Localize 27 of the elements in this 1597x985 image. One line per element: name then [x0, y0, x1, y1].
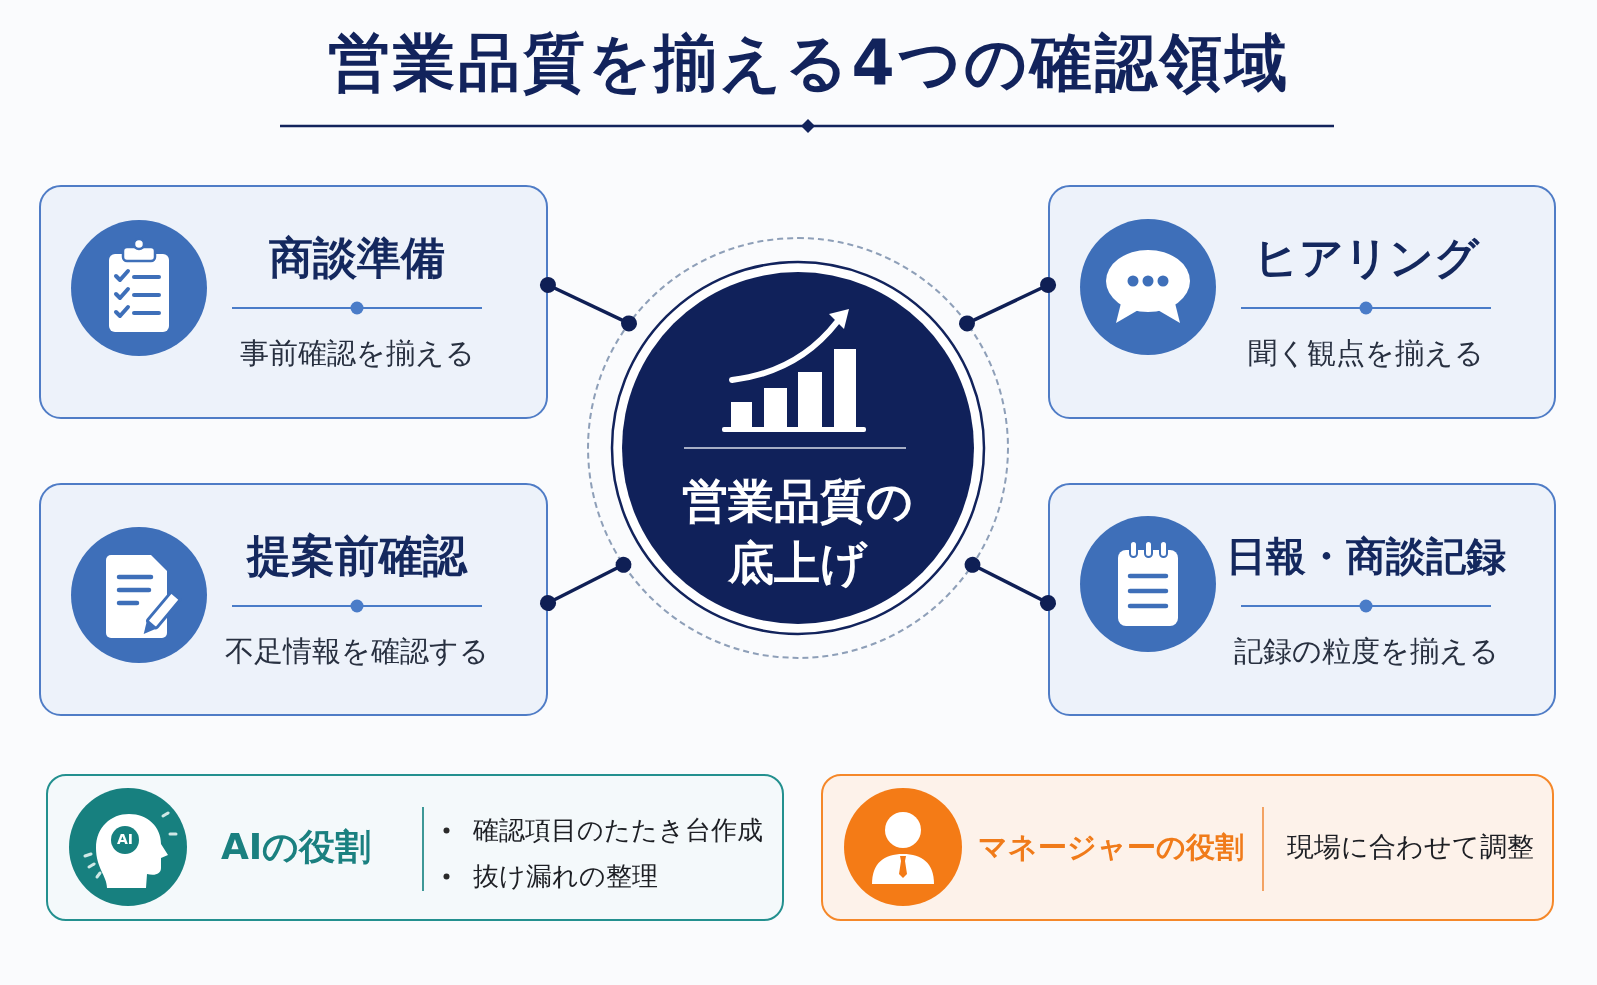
card-subtitle: 記録の粒度を揃える [1233, 633, 1499, 670]
card-heading: 日報・商談記録 [1226, 532, 1506, 581]
hub-text: 営業品質の底上げ [681, 473, 914, 592]
topic-card [39, 185, 548, 419]
connector [540, 277, 637, 332]
topic-card [1048, 185, 1556, 419]
icon-label: AI [117, 830, 133, 849]
role-text: 確認項目のたたき台作成 [473, 814, 763, 847]
role-heading: マネージャーの役割 [978, 829, 1244, 866]
title: 営業品質を揃える4つの確認領域 [328, 26, 1290, 100]
hub-circle [587, 237, 1009, 659]
connector [959, 277, 1056, 332]
topic-card [1048, 483, 1556, 716]
topic-card [39, 483, 548, 716]
role-text: 抜け漏れの整理 [473, 860, 658, 893]
role-card [821, 774, 1554, 921]
card-heading: 商談準備 [269, 231, 445, 285]
connector [540, 556, 632, 611]
connector [964, 556, 1056, 611]
card-heading: ヒアリング [1253, 231, 1479, 285]
role-text: 現場に合わせて調整 [1287, 830, 1534, 864]
card-subtitle: 聞く観点を揃える [1248, 335, 1484, 372]
card-heading: 提案前確認 [247, 529, 467, 583]
role-card [46, 774, 784, 921]
card-subtitle: 不足情報を確認する [225, 633, 489, 670]
role-heading: AIの役割 [221, 825, 372, 869]
card-subtitle: 事前確認を揃える [239, 335, 475, 372]
